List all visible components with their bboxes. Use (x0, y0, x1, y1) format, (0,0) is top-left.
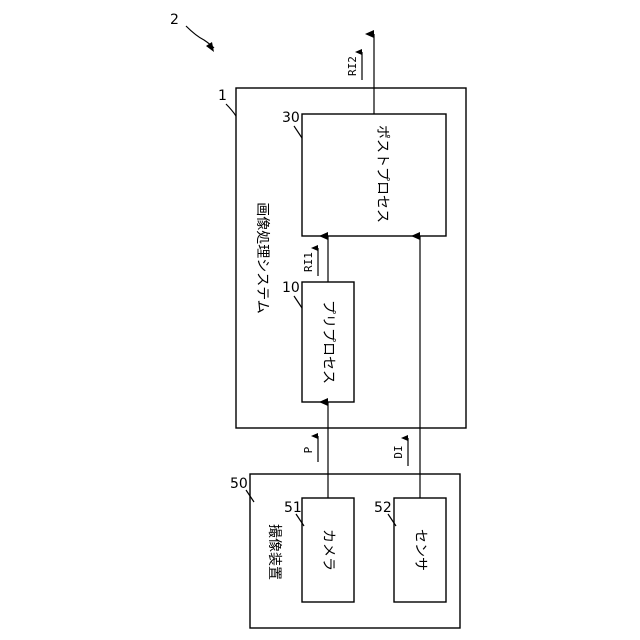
figure-ref-arrowhead (206, 42, 214, 52)
image-processing-system-leader (226, 104, 236, 116)
image-processing-system-label: 画像処理システム (254, 202, 270, 314)
pre-process-label: プリプロセス (320, 300, 336, 384)
post-process-label: ポストプロセス (374, 125, 390, 223)
image-processing-system-ref: 1 (218, 88, 227, 104)
sensor-label: センサ (412, 529, 428, 571)
figure-ref-label: 2 (170, 12, 179, 28)
post-process-ref: 30 (282, 110, 300, 126)
post-process-box (302, 114, 446, 236)
sensor-ref: 52 (374, 500, 392, 516)
camera-label: カメラ (320, 529, 336, 571)
sensor-leader (388, 514, 396, 526)
camera-ref: 51 (284, 500, 302, 516)
imaging-device-label: 撮像装置 (266, 524, 283, 580)
signal-ri1-label: RI1 (302, 252, 315, 272)
post-process-leader (294, 126, 302, 138)
signal-p-label: P (302, 446, 315, 453)
signal-di-label: DI (392, 445, 405, 458)
signal-ri2-label: RI2 (346, 56, 359, 76)
pre-process-leader (294, 296, 302, 308)
imaging-device-ref: 50 (230, 476, 248, 492)
pre-process-ref: 10 (282, 280, 300, 296)
